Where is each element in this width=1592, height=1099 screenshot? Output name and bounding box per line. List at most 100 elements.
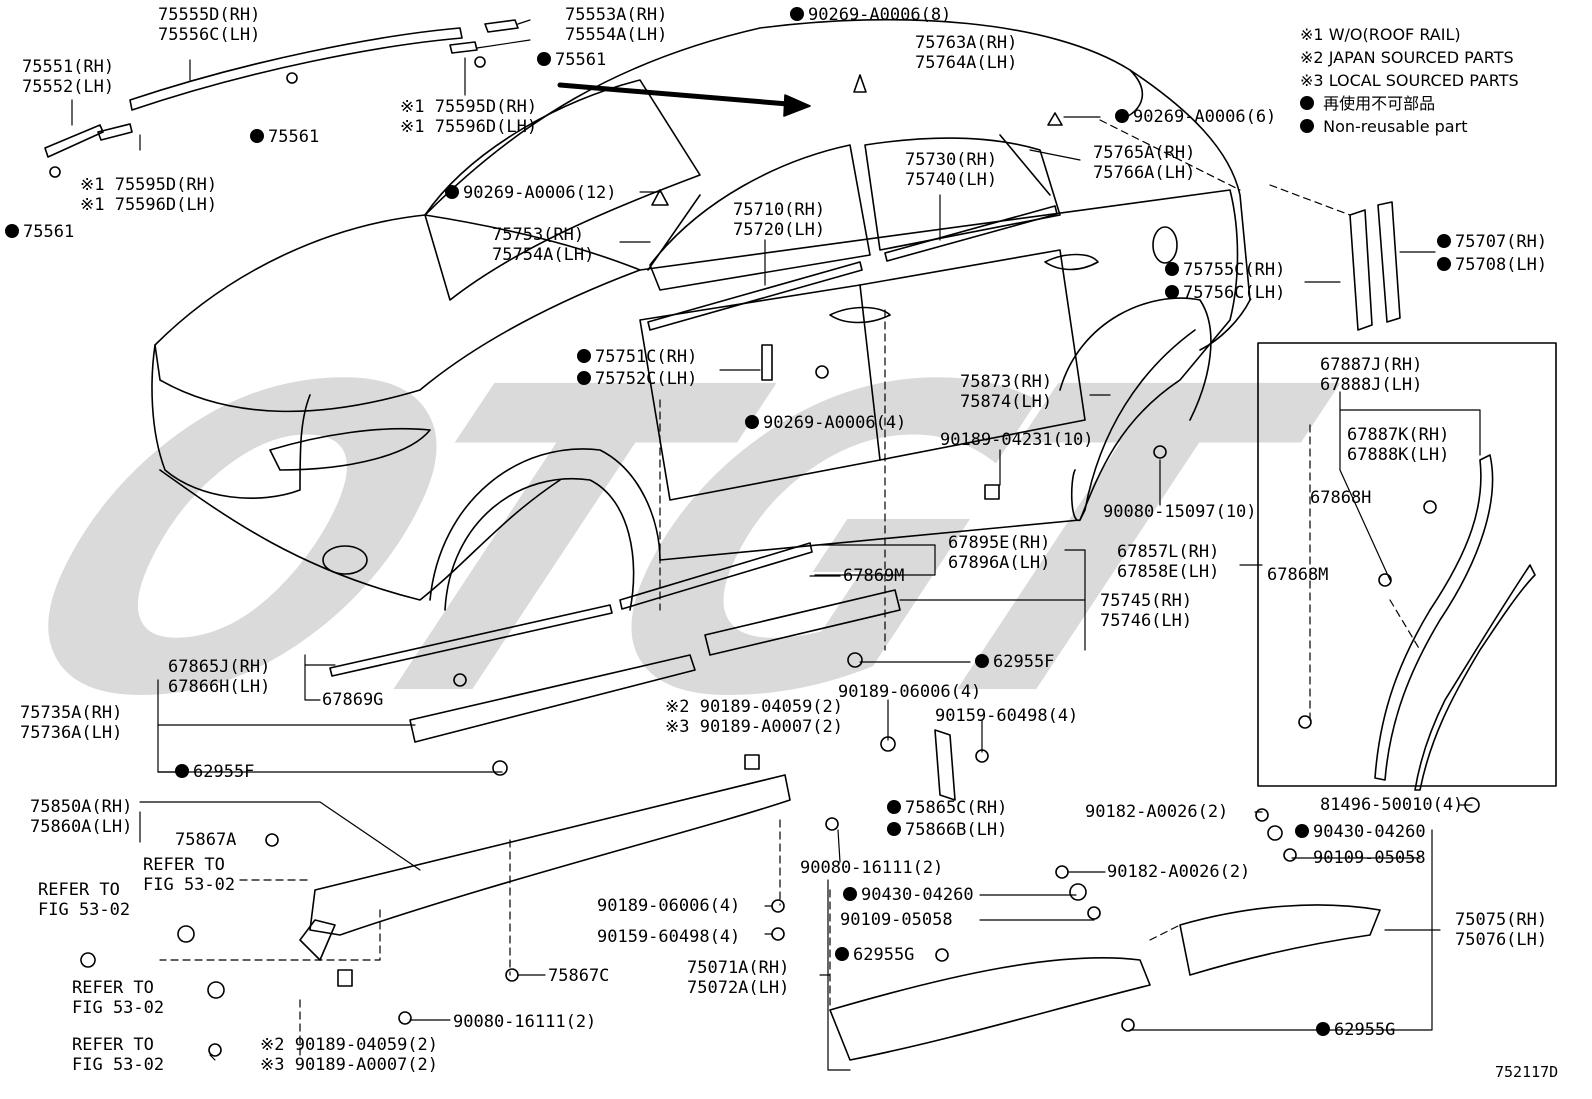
non-reusable-dot-icon	[887, 800, 901, 814]
legend-item: ※1 W/O(ROOF RAIL)	[1300, 25, 1461, 44]
part-label: 62955F	[175, 762, 254, 782]
car-rear-wheel-arch	[1059, 297, 1212, 421]
belt-molding-front	[647, 261, 863, 331]
part-label: 75873(RH)75874(LH)	[960, 372, 1053, 412]
legend-item: Non-reusable part	[1300, 117, 1519, 137]
part-label: 75561	[5, 222, 74, 242]
fender-flare	[1070, 329, 1196, 521]
non-reusable-dot-icon	[1115, 109, 1129, 123]
part-label: 90159-60498(4)	[597, 927, 741, 947]
part-label: 90430-04260	[1295, 822, 1426, 842]
part-label: 75730(RH)75740(LH)	[905, 150, 998, 190]
part-label: 75551(RH)75552(LH)	[22, 57, 115, 97]
part-label: 75867A	[175, 830, 237, 850]
non-reusable-dot-icon	[790, 7, 804, 21]
non-reusable-dot-icon	[537, 52, 551, 66]
part-label: 67887J(RH)67888J(LH)	[1320, 355, 1423, 395]
part-label: 75707(RH)	[1437, 232, 1547, 252]
car-window-front	[649, 144, 871, 291]
part-label: 67865J(RH)67866H(LH)	[168, 657, 271, 697]
part-label: 90109-05058	[840, 910, 953, 930]
part-label: 90159-60498(4)	[935, 706, 1079, 726]
rocker-cover-main	[309, 774, 791, 936]
side-step-front	[829, 957, 1151, 1061]
non-reusable-dot-icon	[5, 224, 19, 238]
rocker-molding-upper-front	[329, 604, 613, 677]
part-label: 90269-A0006(8)	[790, 5, 951, 25]
belt-molding-rear	[884, 205, 1058, 262]
car-door-front	[639, 284, 881, 501]
part-label: ※1 75595D(RH)※1 75596D(LH)	[80, 175, 218, 215]
wheel-opening-molding-2	[1414, 564, 1536, 791]
legend-item: ※2 JAPAN SOURCED PARTS	[1300, 48, 1514, 67]
part-label: 90430-04260	[843, 885, 974, 905]
car-foglamp	[322, 545, 368, 575]
part-label: 75075(RH)75076(LH)	[1455, 910, 1548, 950]
part-label: 90269-A0006(4)	[745, 413, 906, 433]
part-label: 75865C(RH)	[887, 798, 1007, 818]
direction-arrow	[557, 82, 803, 108]
non-reusable-dot-icon	[1295, 824, 1309, 838]
non-reusable-dot-icon	[1316, 1022, 1330, 1036]
roof-molding	[129, 27, 463, 111]
part-label: ※1 75595D(RH)※1 75596D(LH)	[400, 97, 538, 137]
non-reusable-dot-icon	[577, 371, 591, 385]
frame-molding-rear	[999, 134, 1051, 196]
side-step-rear	[1179, 904, 1381, 976]
legend: ※1 W/O(ROOF RAIL) ※2 JAPAN SOURCED PARTS…	[1300, 25, 1519, 137]
part-label: 75756C(LH)	[1165, 283, 1285, 303]
part-label: 81496-50010(4)	[1320, 795, 1464, 815]
part-label: 67869M	[843, 566, 905, 586]
roof-molding-end	[484, 19, 519, 33]
car-front-wheel-arch	[429, 448, 661, 601]
door-handle-rear	[1044, 253, 1099, 271]
part-label: 90182-A0026(2)	[1085, 802, 1229, 822]
car-side-body	[639, 189, 1239, 561]
legend-item: 再使用不可部品	[1300, 94, 1519, 114]
part-label: 75561	[537, 50, 606, 70]
part-label: 75553A(RH)75554A(LH)	[565, 5, 668, 45]
car-bumper	[159, 469, 561, 601]
car-windshield	[424, 79, 701, 301]
clip-icons	[49, 56, 1480, 1057]
part-label: 62955G	[835, 945, 914, 965]
part-label: 90080-16111(2)	[453, 1012, 597, 1032]
non-reusable-dot-icon	[887, 822, 901, 836]
non-reusable-dot-icon	[577, 349, 591, 363]
diagram-id: 752117D	[1495, 1063, 1559, 1081]
part-label: 75850A(RH)75860A(LH)	[30, 797, 133, 837]
part-label: 75071A(RH)75072A(LH)	[687, 958, 790, 998]
pillar-garnish-1	[1349, 209, 1373, 331]
part-label: 75753(RH)75754A(LH)	[492, 225, 595, 265]
legend-item: ※3 LOCAL SOURCED PARTS	[1300, 71, 1519, 90]
part-label: 67868M	[1267, 565, 1329, 585]
rocker-cover-end	[299, 919, 336, 961]
part-label: 75555D(RH)75556C(LH)	[158, 5, 261, 45]
rocker-panel-front	[409, 654, 696, 743]
rocker-molding-upper-rear	[619, 542, 813, 610]
part-label: 90080-16111(2)	[800, 858, 944, 878]
car-fuel-lid	[1152, 226, 1178, 264]
part-label: 75751C(RH)	[577, 347, 697, 367]
non-reusable-dot-icon	[1437, 234, 1451, 248]
part-label: 75752C(LH)	[577, 369, 697, 389]
part-label: 62955G	[1316, 1020, 1395, 1040]
part-label: 67868H	[1310, 488, 1372, 508]
non-reusable-dot-icon	[250, 129, 264, 143]
car-front-grille	[151, 344, 311, 499]
part-label: 67895E(RH)67896A(LH)	[948, 533, 1051, 573]
non-reusable-dot-icon	[1300, 96, 1314, 110]
door-handle-front	[829, 306, 891, 324]
wheel-opening-molding-1	[1374, 454, 1494, 781]
non-reusable-dot-icon	[843, 887, 857, 901]
non-reusable-dot-icon	[175, 764, 189, 778]
part-label: 75710(RH)75720(LH)	[733, 200, 826, 240]
car-door-rear	[859, 249, 1086, 461]
part-label: 75755C(RH)	[1165, 260, 1285, 280]
part-label: 75735A(RH)75736A(LH)	[20, 703, 123, 743]
car-front-wheel	[444, 478, 635, 611]
